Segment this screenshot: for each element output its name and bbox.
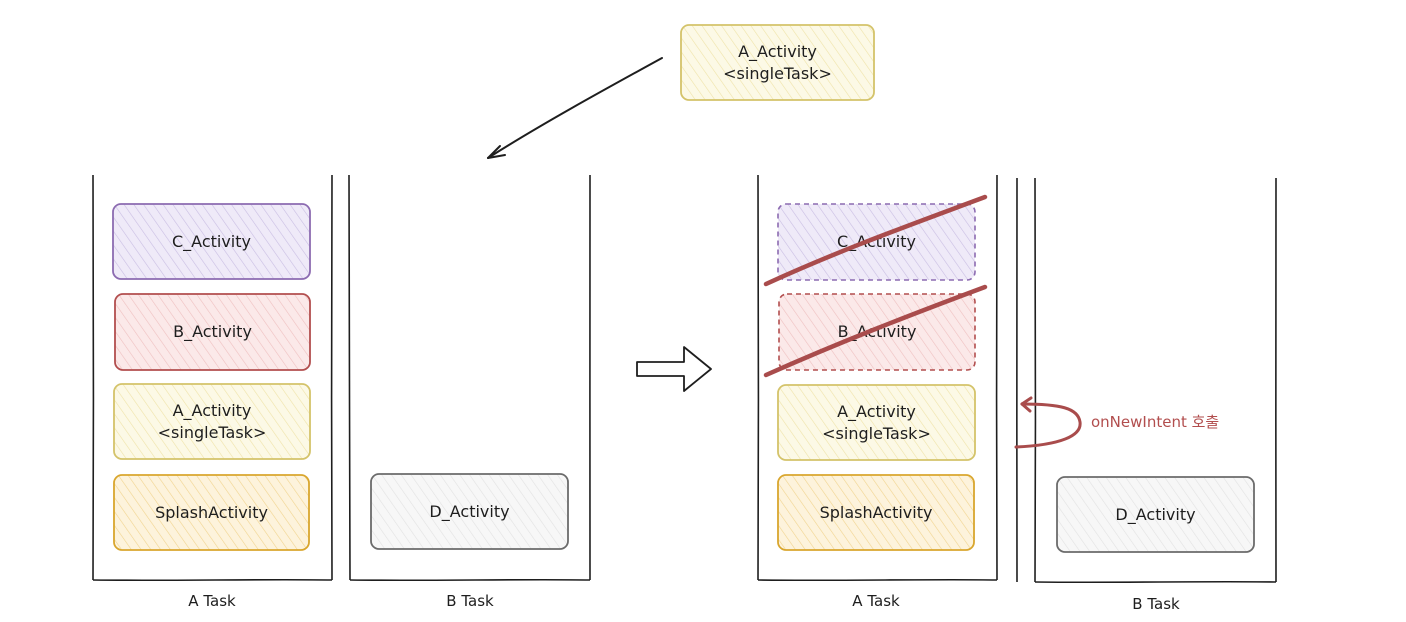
before-d-activity-box — [370, 473, 569, 550]
after-a-activity: A_Activity <singleTask> — [778, 385, 975, 460]
incoming-activity-name: A_Activity — [738, 41, 817, 61]
after-a-activity-mode: <singleTask> — [822, 423, 931, 443]
before-b-activity-box — [114, 293, 311, 371]
incoming-activity-box — [680, 24, 875, 101]
incoming-activity-label: A_Activity <singleTask> — [681, 25, 874, 100]
after-d-activity: D_Activity — [1057, 477, 1254, 552]
before-a-activity-name: A_Activity — [172, 400, 252, 420]
before-c-activity-name: C_Activity — [171, 231, 251, 251]
after-b-task-label: B Task — [1132, 595, 1180, 613]
after-b-activity: B_Activity — [779, 294, 975, 370]
before-b-activity-name: B_Activity — [173, 322, 252, 341]
before-b-task-container — [348, 174, 592, 582]
on-new-intent-note: onNewIntent 호출 — [1091, 413, 1220, 431]
after-b-task-container — [1015, 177, 1278, 584]
after-a-activity-name: A_Activity — [837, 401, 916, 421]
transition-arrow-icon — [636, 346, 712, 392]
before-splash-activity-box — [113, 474, 310, 551]
on-new-intent-loop-arrow — [1014, 396, 1082, 449]
after-c-activity-name: C_Activity — [836, 232, 916, 251]
before-b-task-label: B Task — [446, 592, 494, 610]
before-a-task-label: A Task — [188, 592, 236, 610]
before-splash-activity: SplashActivity — [114, 475, 309, 550]
before-c-activity: C_Activity — [113, 204, 310, 279]
after-c-activity: C_Activity — [778, 204, 975, 280]
before-a-activity: A_Activity <singleTask> — [114, 384, 310, 459]
before-d-activity: D_Activity — [371, 474, 568, 549]
before-b-activity: B_Activity — [115, 294, 310, 370]
before-a-task-container — [92, 174, 333, 582]
launch-arrow — [487, 57, 663, 159]
after-splash-activity-box — [777, 474, 975, 551]
before-d-activity-name: D_Activity — [429, 501, 510, 521]
after-a-task-label: A Task — [852, 592, 900, 610]
after-b-activity-name: B_Activity — [837, 322, 917, 341]
after-d-activity-name: D_Activity — [1115, 504, 1196, 524]
after-a-task-container — [757, 174, 998, 582]
after-splash-activity: SplashActivity — [778, 475, 974, 550]
after-a-activity-box — [777, 384, 976, 461]
after-splash-activity-name: SplashActivity — [819, 502, 933, 522]
before-splash-activity-name: SplashActivity — [155, 502, 268, 522]
before-a-activity-box — [113, 383, 311, 460]
before-c-activity-box — [112, 203, 311, 280]
incoming-activity-mode: <singleTask> — [723, 63, 832, 83]
after-d-activity-box — [1056, 476, 1255, 553]
before-a-activity-mode: <singleTask> — [157, 422, 267, 442]
